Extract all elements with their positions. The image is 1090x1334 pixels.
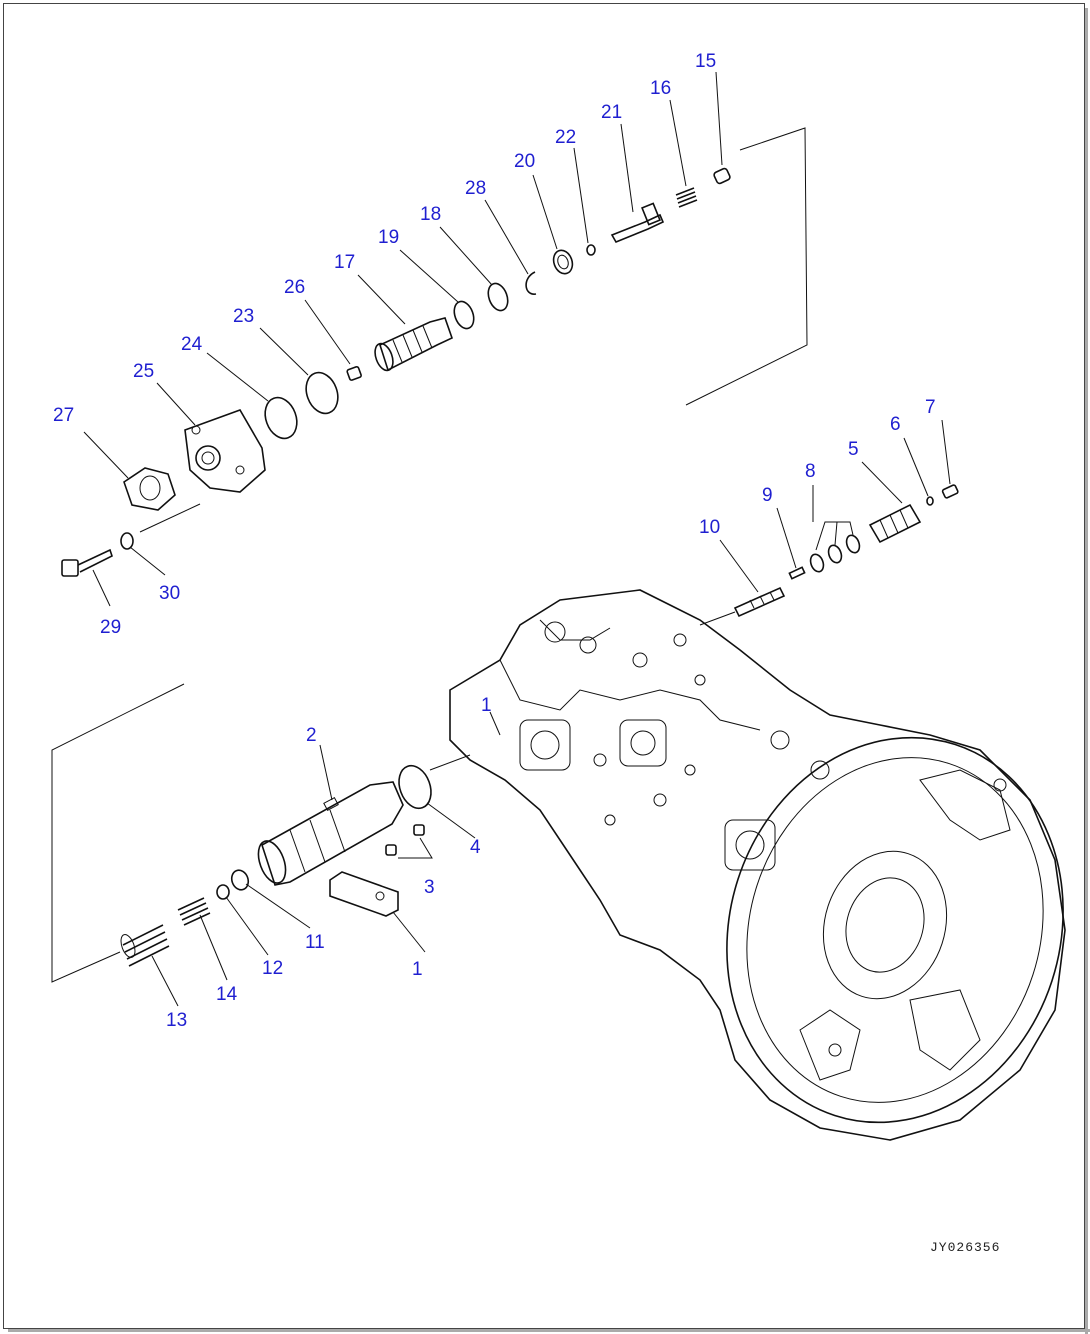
- part-24-oring: [264, 396, 298, 440]
- part-5-spring-case: [868, 503, 922, 544]
- part-6-oring: [926, 496, 934, 506]
- leader-lines: [83, 71, 951, 1007]
- part-2-sleeve: [257, 781, 404, 886]
- upper-group-outline: [139, 127, 808, 533]
- callout-8: 8: [805, 461, 816, 482]
- callout-19: 19: [378, 227, 399, 248]
- part-3-screws: [385, 824, 433, 859]
- part-10-valve-stem: [699, 586, 786, 626]
- part-1-plate: [329, 871, 399, 917]
- part-30-washer: [120, 532, 134, 550]
- drawing-frame: [3, 3, 1090, 1334]
- callout-15: 15: [695, 51, 716, 72]
- callout-20: 20: [514, 151, 535, 172]
- callout-13: 13: [166, 1010, 187, 1031]
- callout-12: 12: [262, 958, 283, 979]
- part-18-oring: [487, 282, 509, 312]
- callout-labels: 1 1 2 3 4 5 6 7 8 9 10 11 12 13 14 15 16…: [53, 51, 936, 1031]
- drawing-id: JY026356: [930, 1240, 1001, 1255]
- callout-22: 22: [555, 127, 576, 148]
- part-13-spring: [120, 924, 170, 967]
- callout-27: 27: [53, 405, 74, 426]
- callout-4: 4: [470, 837, 481, 858]
- part-12-ball: [216, 884, 230, 900]
- part-27-locknut: [123, 467, 176, 511]
- callout-30: 30: [159, 583, 180, 604]
- callout-5: 5: [848, 439, 859, 460]
- part-4-oring: [398, 764, 432, 810]
- callout-28: 28: [465, 178, 486, 199]
- callout-10: 10: [699, 517, 720, 538]
- part-15-plug: [713, 167, 731, 185]
- callout-29: 29: [100, 617, 121, 638]
- part-7-plug: [941, 484, 959, 499]
- part-21-spool: [610, 202, 665, 244]
- part-22-oring: [586, 244, 596, 256]
- callout-6: 6: [890, 414, 901, 435]
- part-19-oring: [453, 300, 475, 330]
- callout-7: 7: [925, 397, 936, 418]
- part-14-spring: [177, 897, 211, 926]
- pump-body: [449, 589, 1066, 1141]
- lower-group-outline: [51, 683, 471, 983]
- callout-16: 16: [650, 78, 671, 99]
- part-9-pin: [788, 566, 806, 580]
- callout-1-plate: 1: [412, 959, 423, 980]
- callout-25: 25: [133, 361, 154, 382]
- part-25-cover: [184, 409, 266, 493]
- callout-14: 14: [216, 984, 238, 1005]
- callout-21: 21: [601, 102, 622, 123]
- part-8-rings: [809, 521, 861, 573]
- part-28-snap-ring: [525, 271, 537, 295]
- callout-9: 9: [762, 485, 773, 506]
- part-29-bolt: [61, 548, 113, 577]
- callout-24: 24: [181, 334, 203, 355]
- part-23-oring: [305, 371, 339, 415]
- callout-1-pump-body: 1: [481, 695, 492, 716]
- callout-11: 11: [305, 932, 325, 953]
- part-11-washer: [230, 869, 250, 891]
- part-26-nut: [346, 366, 362, 381]
- callout-18: 18: [420, 204, 441, 225]
- callout-3: 3: [424, 877, 435, 898]
- callout-23: 23: [233, 306, 254, 327]
- callout-26: 26: [284, 277, 305, 298]
- callout-2: 2: [306, 725, 317, 746]
- part-16-spring: [675, 187, 698, 208]
- part-17-sleeve: [374, 317, 453, 372]
- part-20-ring: [552, 249, 574, 275]
- callout-17: 17: [334, 252, 355, 273]
